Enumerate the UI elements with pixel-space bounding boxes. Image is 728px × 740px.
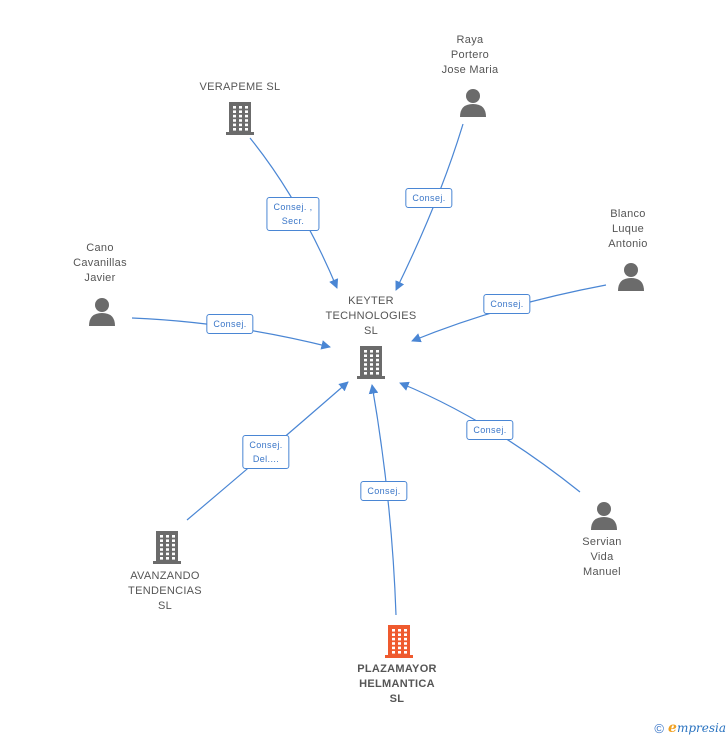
- edge-label-servian[interactable]: Consej.: [466, 420, 514, 440]
- node-label-line: Luque: [611, 223, 645, 235]
- building-icon-keyter[interactable]: [356, 344, 386, 385]
- edge-label-cano[interactable]: Consej.: [206, 314, 254, 334]
- node-label-line: Servian: [582, 536, 622, 548]
- node-label-verapeme[interactable]: VERAPEME SL: [200, 80, 281, 95]
- edge-label-avanzando[interactable]: Consej. Del....: [242, 435, 290, 469]
- node-label-line: AVANZANDO: [130, 570, 200, 582]
- node-label-line: SL: [363, 325, 379, 337]
- node-label-line: Cavanillas: [73, 257, 127, 269]
- edge-label-text: Consej.: [249, 440, 283, 450]
- node-label-line: Portero: [450, 49, 490, 61]
- building-icon-avanzando[interactable]: [152, 529, 182, 570]
- node-label-line: Vida: [590, 551, 614, 563]
- node-label-line: TENDENCIAS: [128, 585, 202, 597]
- copyright-symbol: ©: [654, 720, 665, 736]
- person-icon-servian[interactable]: [589, 500, 619, 535]
- node-label-line: PLAZAMAYOR: [357, 663, 437, 675]
- node-label-line: Antonio: [608, 238, 648, 250]
- node-label-line: Jose Maria: [441, 64, 499, 76]
- edge-label-blanco[interactable]: Consej.: [483, 294, 531, 314]
- person-icon-raya[interactable]: [458, 87, 488, 122]
- edge-label-text: Consej. ,: [273, 202, 313, 212]
- node-label-line: Blanco: [610, 208, 646, 220]
- node-label-line: TECHNOLOGIES: [325, 310, 417, 322]
- node-label-avanzando[interactable]: AVANZANDO TENDENCIAS SL: [128, 569, 202, 614]
- node-label-keyter[interactable]: KEYTER TECHNOLOGIES SL: [325, 294, 416, 339]
- edge-label-plazamayor[interactable]: Consej.: [360, 481, 408, 501]
- node-label-plazamayor[interactable]: PLAZAMAYOR HELMANTICA SL: [357, 662, 437, 707]
- edge-label-text: Del....: [252, 454, 280, 464]
- edge-label-text: Consej.: [367, 486, 401, 496]
- edge-label-text: Consej.: [412, 193, 446, 203]
- empresia-logo[interactable]: empresia: [668, 720, 726, 736]
- edge-label-text: Consej.: [213, 319, 247, 329]
- building-icon-plazamayor[interactable]: [384, 623, 414, 664]
- node-label-line: KEYTER: [348, 295, 394, 307]
- node-label-line: Raya: [456, 34, 484, 46]
- node-label-line: SL: [157, 600, 173, 612]
- edge-label-verapeme[interactable]: Consej. , Secr.: [266, 197, 320, 231]
- footer: © empresia: [654, 720, 726, 736]
- node-label-line: Cano: [86, 242, 114, 254]
- person-icon-blanco[interactable]: [616, 261, 646, 296]
- edge-label-text: Secr.: [281, 216, 305, 226]
- edge-label-text: Consej.: [473, 425, 507, 435]
- node-label-line: HELMANTICA: [359, 678, 435, 690]
- node-label-line: Javier: [84, 272, 116, 284]
- edge-label-raya[interactable]: Consej.: [405, 188, 453, 208]
- building-icon-verapeme[interactable]: [225, 100, 255, 141]
- node-label-line: Manuel: [583, 566, 621, 578]
- edge-label-text: Consej.: [490, 299, 524, 309]
- node-label-line: VERAPEME SL: [199, 81, 281, 93]
- node-label-line: SL: [389, 693, 405, 705]
- person-icon-cano[interactable]: [87, 296, 117, 331]
